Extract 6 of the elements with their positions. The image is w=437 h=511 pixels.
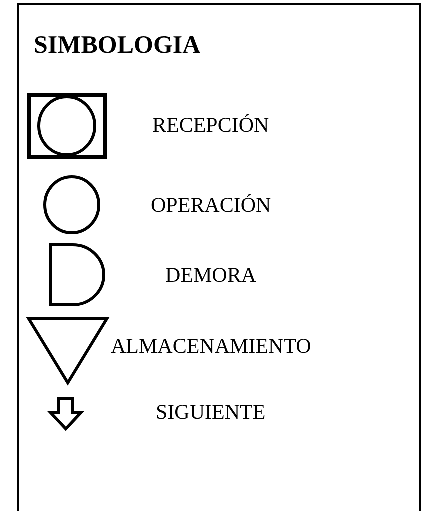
legend-label: DEMORA	[166, 262, 257, 288]
legend-label: ALMACENAMIENTO	[111, 334, 312, 358]
legend-label: RECEPCIÓN	[152, 112, 270, 138]
legend-label: OPERACIÓN	[151, 192, 272, 218]
legend-title: SIMBOLOGIA	[34, 32, 201, 60]
legend-label: SIGUIENTE	[156, 400, 266, 424]
